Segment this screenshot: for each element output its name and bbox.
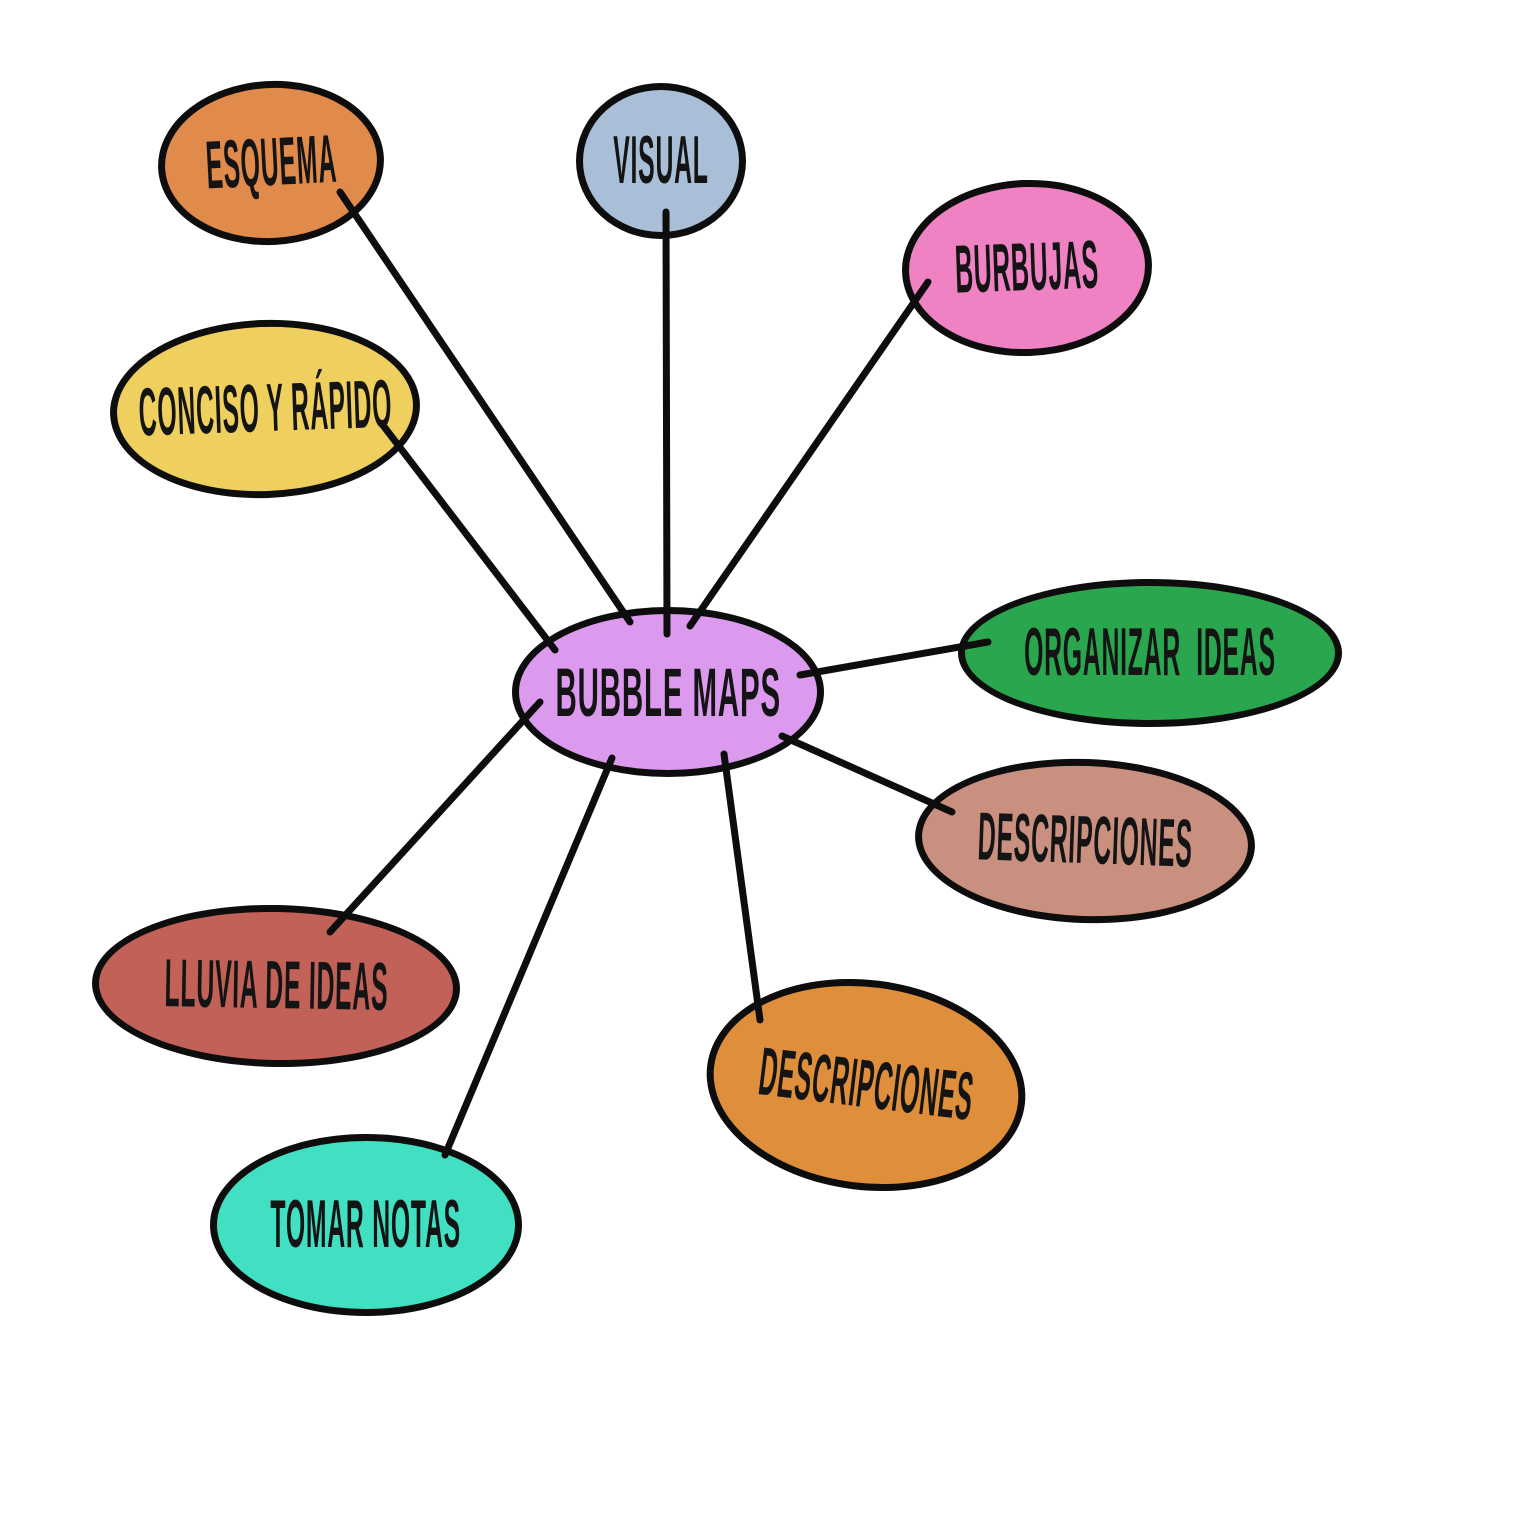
node-lluvia-de-ideas: LLUVIA DE IDEAS (90, 901, 462, 1071)
node-label-lluvia-de-ideas: LLUVIA DE IDEAS (163, 946, 389, 1026)
edge-bubble-maps-burbujas (686, 278, 932, 630)
node-esquema: ESQUEMA (153, 75, 389, 251)
edge-bubble-maps-visual (662, 208, 671, 638)
edge-bubble-maps-descripciones-right (778, 732, 956, 816)
node-burbujas: BURBUJAS (899, 175, 1155, 361)
node-label-tomar-notas: TOMAR NOTAS (270, 1187, 462, 1263)
edge-bubble-maps-lluvia-de-ideas (326, 698, 544, 936)
node-label-visual: VISUAL (613, 123, 709, 199)
node-label-esquema: ESQUEMA (203, 122, 339, 204)
edge-bubble-maps-descripciones-bottom (720, 750, 764, 1024)
node-label-descripciones-bottom: DESCRIPCIONES (754, 1034, 978, 1136)
node-tomar-notas: TOMAR NOTAS (210, 1134, 522, 1316)
node-label-burbujas: BURBUJAS (953, 228, 1101, 308)
edge-bubble-maps-conciso-y-rapido (378, 420, 559, 654)
node-label-conciso-y-rapido: CONCISO Y RÁPIDO (137, 367, 394, 451)
edge-bubble-maps-tomar-notas (441, 754, 616, 1159)
node-descripciones-bottom: DESCRIPCIONES (694, 961, 1038, 1209)
node-label-descripciones-right: DESCRIPCIONES (976, 799, 1194, 883)
node-descripciones-right: DESCRIPCIONES (912, 753, 1258, 929)
node-conciso-y-rapido: CONCISO Y RÁPIDO (106, 314, 424, 504)
node-bubble-maps: BUBBLE MAPS (512, 607, 824, 777)
node-organizar-ideas: ORGANIZAR IDEAS (958, 579, 1342, 727)
node-label-bubble-maps: BUBBLE MAPS (555, 653, 781, 731)
node-visual: VISUAL (576, 83, 746, 239)
node-label-organizar-ideas: ORGANIZAR IDEAS (1024, 615, 1276, 691)
